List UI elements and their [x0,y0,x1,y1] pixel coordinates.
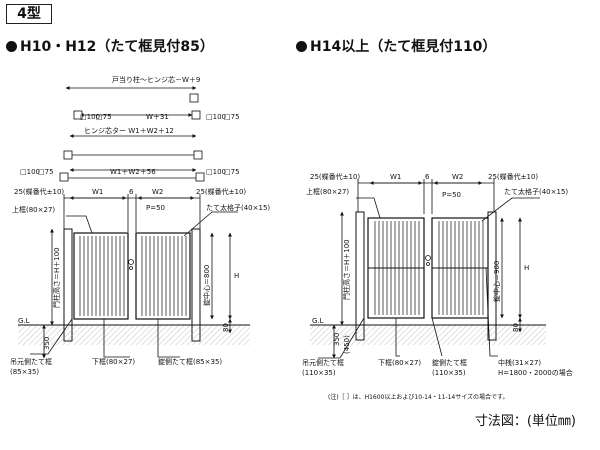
right-lock-icon [425,255,431,261]
left-bottom-frame-label: 下框(80×27) [92,357,135,366]
left-top-dim-4-post-left-b: □75 [38,168,54,176]
left-lock-icon-2 [129,266,133,270]
right-hinge-frame-leader [318,317,365,359]
right-margin-text: 25(蝶番代±10) [196,187,246,196]
left-drawing [18,86,250,359]
left-height-text: H [234,272,239,280]
left-top-dim-2-post-left: □100 [80,113,100,121]
left-stop-post [191,228,201,342]
left-text-layer: 戸当り柱～ヒンジ芯－W＋9 □100 □75 W＋31 □100 □75 ヒンジ… [10,75,270,376]
unit-label: 寸法図：(単位㎜) [474,414,576,429]
left-top-dim-4-center: W1＋W2＋56 [110,168,156,176]
left-top-dim-1-text: 戸当り柱～ヒンジ芯－W＋9 [112,75,200,84]
right-embed-text: 350 [333,333,341,346]
left-hinge-frame-label: 吊元側たて框 [10,357,52,366]
right-hinge-frame-label: 吊元側たて框 [302,358,344,367]
left-bar-leader [183,211,238,237]
left-top-post-marker-6 [59,172,69,182]
left-gl-label: G.L [18,317,30,325]
right-ground-hatch [310,325,546,345]
left-top-post-marker-3 [191,110,201,120]
right-heading: H14以上（たて框見付110） [296,36,496,56]
right-gl-label: G.L [312,317,324,325]
left-margin-text: 25(蝶番代±10) [14,187,64,196]
left-top-frame-label: 上框(80×27) [12,205,55,214]
left-leaf-1-bars [79,236,125,316]
right-bottom-frame-leader [395,318,400,357]
right-top-frame-leader [356,197,381,219]
left-leaf-2 [135,232,191,320]
right-margin-right-text: 25(蝶番代±10) [488,172,538,181]
left-leaf-2-bars [141,236,187,316]
right-ground-gap-text: 80 [512,323,520,332]
left-top-dim-3-text: ヒンジ芯ター W1＋W2＋12 [84,126,174,135]
right-heading-text: H14以上（たて框見付110） [310,39,497,55]
left-top-post-marker-2 [73,110,83,120]
right-w2-text: W2 [452,173,463,181]
right-gap-text: 6 [425,173,430,181]
left-embed-text: 350 [43,337,51,350]
left-post-height-text: 門柱高さ＝H＋100 [52,247,61,308]
right-leaf-1-bars [374,221,420,315]
right-hinge-post [355,211,365,341]
right-mid-frame-label: 中桟(31×27) [498,358,541,367]
right-height-text: H [524,264,529,272]
left-heading: H10・H12（たて框見付85） [6,36,214,56]
left-top-dim-2-post-left-b: □75 [96,113,112,121]
left-lock-height-text: 錠中心＝800 [202,265,211,306]
left-heading-text: H10・H12（たて框見付85） [20,39,214,55]
right-embed-alt-text: (450) [343,335,351,354]
left-top-post-marker-4 [63,150,73,160]
right-top-frame-label: 上框(80×27) [306,187,349,196]
left-ground-gap-text: 80 [222,323,230,332]
left-lock-frame-leader [157,319,180,358]
left-top-post-marker [189,93,199,103]
model-tag: 4型 [6,4,52,24]
left-p-text: P=50 [146,204,165,212]
right-mid-frame-note: H=1800・2000の場合 [498,368,573,377]
bullet-icon [6,41,17,52]
left-top-dim-2-center: W＋31 [146,113,169,121]
left-bottom-frame-leader [103,319,130,358]
right-w1-text: W1 [390,173,401,181]
left-lock-icon [128,259,134,265]
right-hinge-frame-size: (110×35) [302,369,336,377]
left-leaf-1 [73,232,129,320]
right-lock-frame-leader [431,317,443,357]
left-top-dim-4-post-right-b: □75 [224,168,240,176]
right-p-text: P=50 [442,191,461,199]
left-top-frame-leader [66,215,93,234]
right-lock-icon-2 [426,262,430,266]
right-text-layer: 25(蝶番代±10) W1 6 W2 25(蝶番代±10) P=50 上框(80… [302,172,573,401]
right-lock-frame-label: 錠側たて框 [432,358,467,367]
left-hinge-frame-leader [30,318,73,355]
right-bar-leader [481,197,540,222]
left-gap-text: 6 [129,188,134,196]
left-top-post-marker-5 [193,150,203,160]
left-top-dim-4-post-right: □100 [206,168,226,176]
right-mid-frame-leader [485,267,498,357]
bullet-icon [296,41,307,52]
right-post-height-text: 門柱高さ＝H＋100 [342,239,351,300]
right-lock-height-text: 錠中心＝900 [492,261,501,302]
left-w1-text: W1 [92,188,103,196]
footnote: (注)［ ］は、H1600以上および10-14・11-14サイズの場合です。 [328,393,508,401]
left-ground-hatch [18,325,250,345]
left-top-dim-4-post-left: □100 [20,168,40,176]
left-top-post-marker-7 [195,172,205,182]
left-bar-label: たて太格子(40×15) [206,203,270,212]
left-top-dim-2-post-right-b: □75 [224,113,240,121]
left-top-dim-2-post-right: □100 [206,113,226,121]
right-bottom-frame-label: 下框(80×27) [378,358,421,367]
right-leaf-2-bars [438,221,484,315]
right-margin-left-text: 25(蝶番代±10) [310,172,360,181]
left-lock-frame-label: 錠側たて框(85×35) [158,357,222,366]
right-drawing [310,179,546,359]
left-w2-text: W2 [152,188,163,196]
right-lock-frame-size: (110×35) [432,369,466,377]
right-bar-label: たて太格子(40×15) [504,187,568,196]
left-hinge-frame-size: (85×35) [10,368,39,376]
